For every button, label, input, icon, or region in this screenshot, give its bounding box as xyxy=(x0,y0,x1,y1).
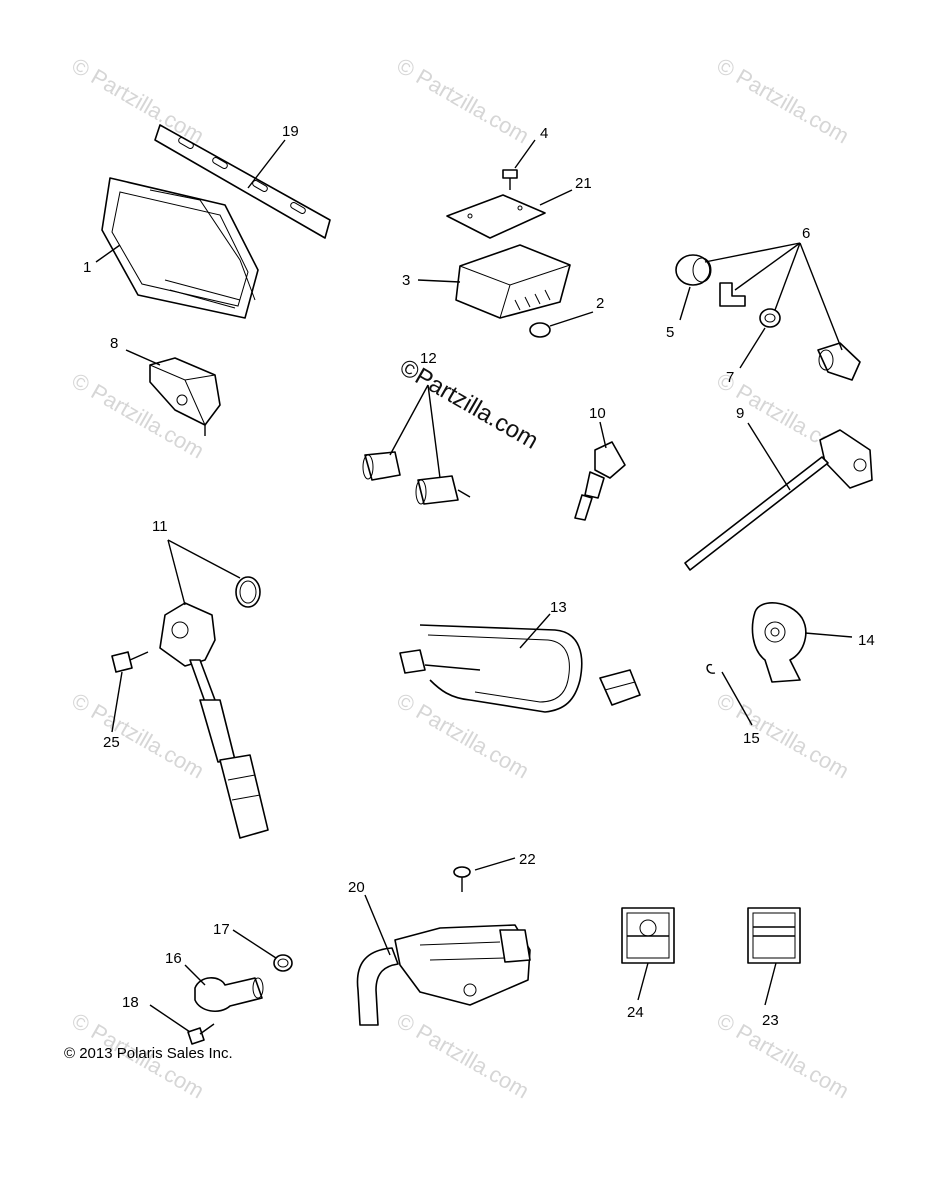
part-7-oring xyxy=(759,308,781,328)
callout-4: 4 xyxy=(540,125,548,142)
part-9-probe-sensor xyxy=(684,429,873,571)
callout-15: 15 xyxy=(743,730,760,747)
watermark: © Partzilla.com xyxy=(713,688,854,784)
part-14-knock-sensor xyxy=(751,602,807,683)
part-23-label xyxy=(747,907,801,964)
part-10-temp-sensor xyxy=(574,441,626,521)
part-1-ecu xyxy=(101,177,259,319)
part-5-cap xyxy=(675,254,712,286)
watermark: © Partzilla.com xyxy=(393,53,534,149)
callout-8: 8 xyxy=(110,335,118,352)
copyright-notice: © 2013 Polaris Sales Inc. xyxy=(64,1045,233,1062)
callout-6: 6 xyxy=(802,225,810,242)
watermark: © Partzilla.com xyxy=(713,1008,854,1104)
callout-5: 5 xyxy=(666,324,674,341)
callout-11: 11 xyxy=(152,518,168,535)
callout-13: 13 xyxy=(550,599,567,616)
part-8-map-sensor xyxy=(149,357,221,436)
callout-21: 21 xyxy=(575,175,592,192)
part-25-screw xyxy=(111,651,149,673)
part-11-oring xyxy=(235,576,261,608)
part-22-screw xyxy=(453,866,471,892)
callout-24: 24 xyxy=(627,1004,644,1021)
callout-23: 23 xyxy=(762,1012,779,1029)
callout-25: 25 xyxy=(103,734,120,751)
part-13-harness xyxy=(399,624,641,713)
callout-22: 22 xyxy=(519,851,536,868)
callout-18: 18 xyxy=(122,994,139,1011)
callout-2: 2 xyxy=(596,295,604,312)
watermark: © Partzilla.com xyxy=(393,1008,534,1104)
callout-7: 7 xyxy=(726,369,734,386)
callout-1: 1 xyxy=(83,259,91,276)
callout-19: 19 xyxy=(282,123,299,140)
part-4-bolt xyxy=(502,169,518,190)
part-24-label xyxy=(621,907,675,964)
part-20-valve xyxy=(356,924,531,1026)
callout-14: 14 xyxy=(858,632,875,649)
part-18-bolt xyxy=(187,1023,215,1045)
watermark: © Partzilla.com xyxy=(713,53,854,149)
part-16-elbow xyxy=(194,977,264,1013)
callout-17: 17 xyxy=(213,921,230,938)
callout-3: 3 xyxy=(402,272,410,289)
part-2-grommet xyxy=(529,322,551,338)
watermark: © Partzilla.com xyxy=(68,688,209,784)
part-21-cover xyxy=(446,194,546,239)
callout-12: 12 xyxy=(420,350,437,367)
callout-20: 20 xyxy=(348,879,365,896)
part-3-module xyxy=(455,244,571,319)
part-11-sensor xyxy=(159,602,269,839)
callout-16: 16 xyxy=(165,950,182,967)
watermark: © Partzilla.com xyxy=(68,53,209,149)
part-6-clip xyxy=(719,282,746,307)
part-17-oring xyxy=(273,954,293,972)
part-15-clip xyxy=(706,663,716,674)
part-6-sensor xyxy=(817,342,861,381)
part-12-fuses xyxy=(362,451,471,505)
callout-9: 9 xyxy=(736,405,744,422)
callout-10: 10 xyxy=(589,405,606,422)
